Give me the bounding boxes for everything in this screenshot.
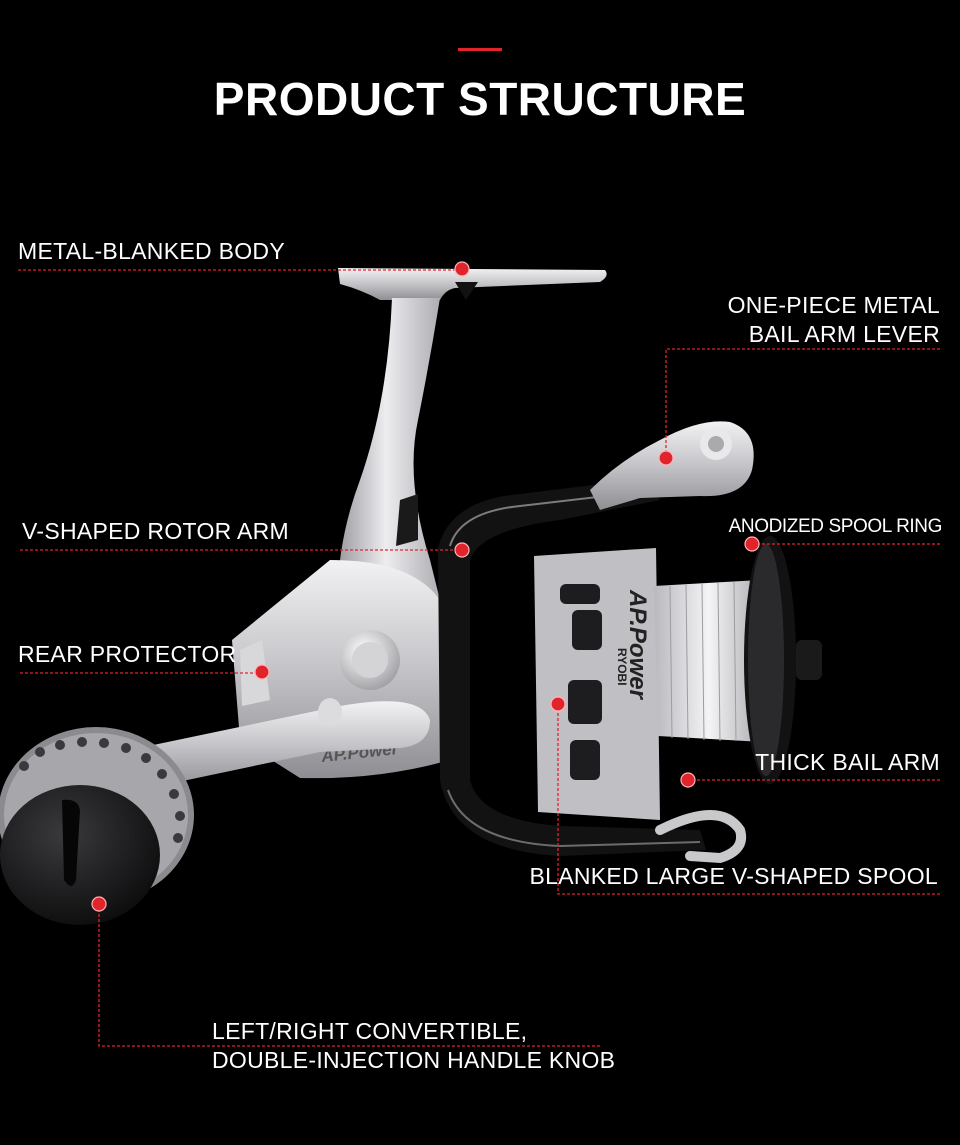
handle-knob [0, 727, 194, 925]
spool-brand-text: AP.Power [624, 589, 651, 701]
bail-wire [655, 810, 746, 864]
leader-large-spool [557, 704, 940, 895]
label-metal-body: METAL-BLANKED BODY [18, 238, 285, 264]
dot-thick-bail [680, 772, 696, 788]
spool: AP.Power RYOBI 6000 [534, 548, 672, 820]
bail-lever [590, 421, 754, 510]
label-handle-knob-line2: DOUBLE-INJECTION HANDLE KNOB [212, 1047, 616, 1073]
label-handle-knob-line1: LEFT/RIGHT CONVERTIBLE, [212, 1018, 528, 1044]
label-rear-protector: REAR PROTECTOR [18, 641, 237, 667]
rotor [438, 478, 706, 856]
label-bail-lever-line1: ONE-PIECE METAL [727, 292, 940, 318]
leader-bail-lever [665, 348, 940, 458]
dot-metal-body [454, 261, 470, 277]
callout-dots [91, 261, 760, 912]
label-bail-lever-line2: BAIL ARM LEVER [748, 321, 940, 347]
dot-large-spool [550, 696, 566, 712]
dot-rear-protector [254, 664, 270, 680]
dot-handle-knob [91, 896, 107, 912]
spool-ring [744, 536, 822, 784]
dot-bail-lever [658, 450, 674, 466]
reel-foot [338, 268, 607, 300]
label-large-spool: BLANKED LARGE V-SHAPED SPOOL [529, 863, 938, 889]
spool-maker-text: RYOBI [615, 648, 629, 686]
label-bail-lever: ONE-PIECE METAL BAIL ARM LEVER [728, 291, 940, 349]
leader-handle-knob [98, 904, 600, 1047]
dot-rotor-arm [454, 542, 470, 558]
reel-body-stem [337, 298, 445, 640]
label-rotor-arm: V-SHAPED ROTOR ARM [22, 518, 289, 544]
page-title: PRODUCT STRUCTURE [213, 73, 747, 125]
body-cap [340, 630, 400, 690]
handle-arm [120, 698, 430, 790]
label-thick-bail: THICK BAIL ARM [755, 749, 940, 775]
leader-lines [18, 269, 940, 1047]
label-handle-knob: LEFT/RIGHT CONVERTIBLE, DOUBLE-INJECTION… [212, 1017, 615, 1075]
dot-spool-ring [744, 536, 760, 552]
title-accent-bar [458, 48, 502, 51]
label-spool-ring: ANODIZED SPOOL RING [728, 516, 943, 537]
